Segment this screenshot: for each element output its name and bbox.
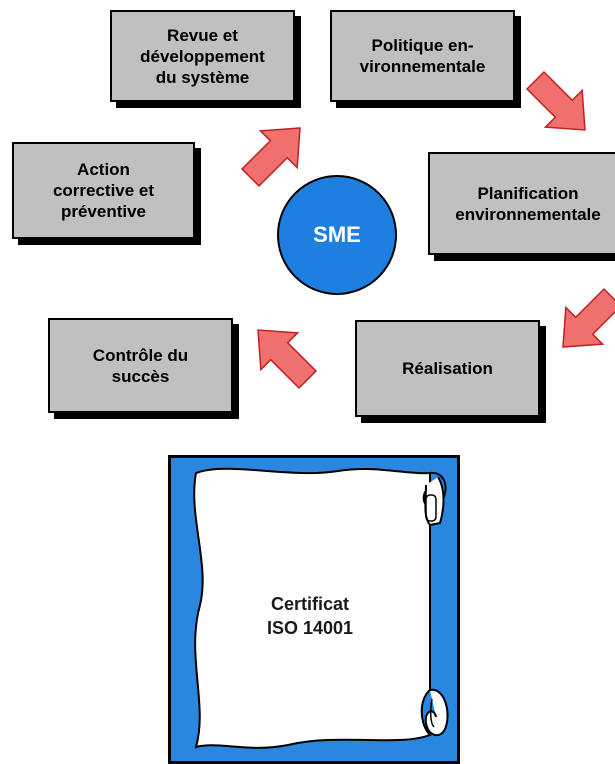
- step-realisation: Réalisation: [355, 320, 540, 417]
- step-action-corrective: Action corrective et préventive: [12, 142, 195, 239]
- sme-center-circle: SME: [277, 175, 397, 295]
- cycle-arrows: [231, 61, 615, 399]
- step-revue-label: Revue et développement du système: [140, 25, 265, 87]
- step-politique-environnementale: Politique en- vironnementale: [330, 10, 515, 102]
- step-action-label: Action corrective et préventive: [52, 160, 155, 221]
- arrow-politique-to-planification: [516, 61, 605, 150]
- sme-center-label: SME: [313, 222, 361, 247]
- step-controle-label: Contrôle du succès: [92, 345, 189, 386]
- certificate-line-1: Certificat: [270, 594, 350, 614]
- arrow-action-to-revue: [231, 108, 320, 197]
- step-planification-label: Planification environnementale: [455, 183, 601, 224]
- step-planification-environnementale: Planification environnementale: [428, 152, 615, 255]
- step-controle-succes: Contrôle du succès: [48, 318, 233, 413]
- certificate-scroll-icon: [193, 467, 449, 749]
- arrow-realisation-to-controle: [238, 310, 327, 399]
- step-realisation-label: Réalisation: [402, 359, 493, 378]
- step-politique-label: Politique en- vironnementale: [359, 36, 486, 76]
- step-revue-developpement: Revue et développement du système: [110, 10, 295, 102]
- certificate-title: Certificat ISO 14001: [200, 592, 420, 640]
- arrow-planification-to-realisation: [543, 278, 615, 367]
- certificate-line-2: ISO 14001: [266, 618, 354, 638]
